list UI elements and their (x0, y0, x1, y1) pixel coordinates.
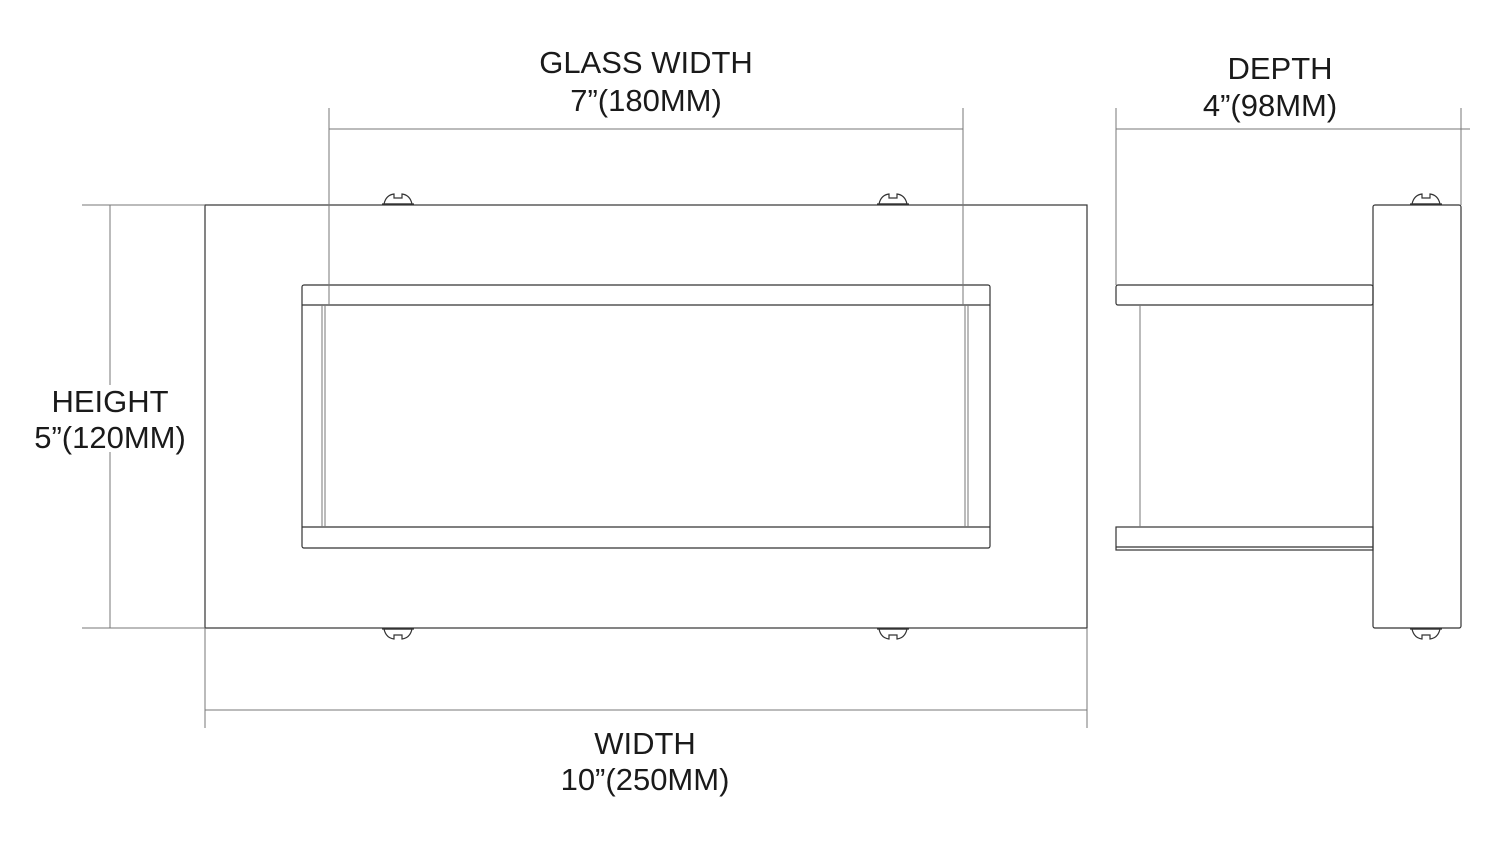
side-view: DEPTH 4”(98MM) (1115, 51, 1470, 640)
top-arm (1115, 284, 1374, 306)
screw-icon (381, 628, 415, 640)
width-label: WIDTH (594, 726, 696, 761)
back-plate (1372, 204, 1462, 629)
height-label: HEIGHT (51, 384, 168, 419)
glass-width-label: GLASS WIDTH (539, 45, 753, 80)
screw-icon (876, 628, 910, 640)
glass-frame (301, 284, 991, 549)
glass-width-value: 7”(180MM) (570, 83, 722, 118)
screw-icon (1409, 193, 1443, 205)
height-value: 5”(120MM) (34, 420, 186, 455)
bottom-arm (1115, 526, 1374, 551)
screw-icon (876, 193, 910, 205)
wall-plate-outline (204, 204, 1088, 629)
depth-label: DEPTH (1227, 51, 1332, 86)
screw-icon (1409, 628, 1443, 640)
depth-dimension (1115, 108, 1470, 285)
height-dimension (82, 204, 205, 629)
width-value: 10”(250MM) (561, 762, 730, 797)
screw-icon (381, 193, 415, 205)
width-dimension (204, 628, 1088, 728)
depth-value: 4”(98MM) (1203, 88, 1337, 123)
glass-width-dimension (328, 108, 964, 305)
front-view: GLASS WIDTH 7”(180MM) HEIGHT 5”(120MM) W… (34, 45, 1088, 797)
